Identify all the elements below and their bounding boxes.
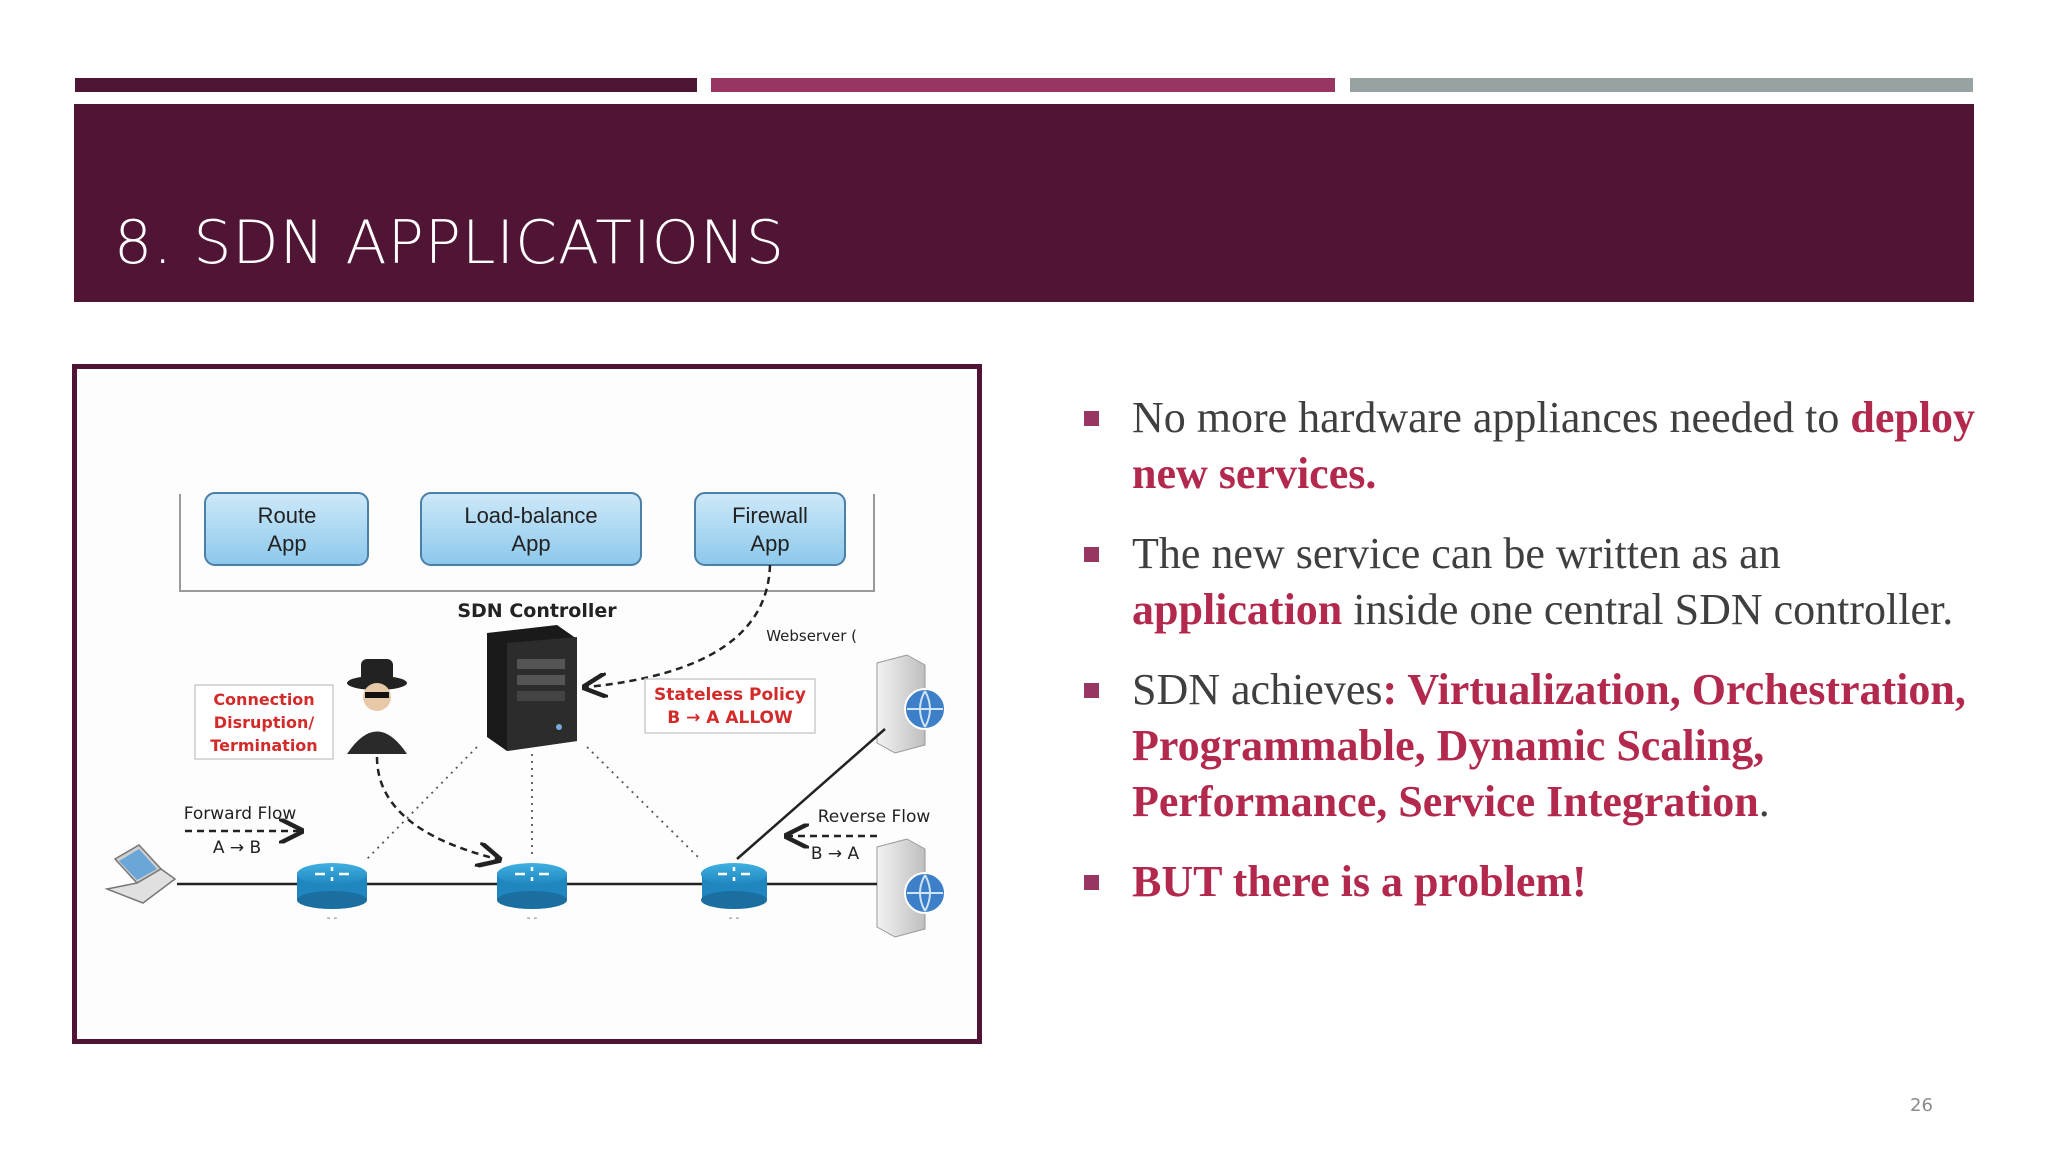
attack-label-box: Connection Disruption/ Termination xyxy=(194,684,334,760)
square-bullet-icon xyxy=(1084,547,1099,562)
webserver-bottom-icon xyxy=(876,838,946,938)
firewall-app-box: Firewall App xyxy=(694,492,846,566)
top-accent-bar-magenta xyxy=(711,78,1335,92)
top-accent-bar-gray xyxy=(1350,78,1973,92)
bullet-2-text-a: The new service can be written as an xyxy=(1132,529,1781,578)
top-accent-bar-dark xyxy=(75,78,697,92)
router-3-icon: - - xyxy=(701,863,767,924)
square-bullet-icon xyxy=(1084,875,1099,890)
bullet-2-text-c: inside one central SDN controller. xyxy=(1342,585,1954,634)
slide-number: 26 xyxy=(1910,1095,1933,1116)
sdn-controller-label: SDN Controller xyxy=(457,600,617,622)
link-router3-webserver-top xyxy=(736,728,886,860)
reverse-flow-sublabel: B → A xyxy=(811,844,860,864)
app-layer-bracket xyxy=(179,494,875,592)
policy-flow-dashed-arrow xyxy=(587,564,772,687)
attack-text-2: Disruption/ xyxy=(214,713,315,732)
policy-text-1: Stateless Policy xyxy=(654,685,806,705)
loadbalance-app-box: Load-balance App xyxy=(420,492,642,566)
bullet-item-2: The new service can be written as an app… xyxy=(1080,526,1980,638)
bullet-1-text-b: deploy new services. xyxy=(1132,393,1976,498)
controller-link-left xyxy=(366,746,478,860)
webserver-top-icon xyxy=(876,654,946,754)
bullet-item-3: SDN achieves: Virtualization, Orchestrat… xyxy=(1080,662,1980,830)
policy-text-2: B → A ALLOW xyxy=(667,708,793,728)
route-app-label-1: Route xyxy=(258,503,317,528)
svg-text:- -: - - xyxy=(327,913,338,924)
diagram-frame: Route App Load-balance App Firewall App … xyxy=(72,364,982,1044)
router-2-icon: - - xyxy=(497,863,567,924)
bullet-item-1: No more hardware appliances needed to de… xyxy=(1080,390,1980,502)
laptop-icon xyxy=(104,844,177,904)
svg-text:- -: - - xyxy=(527,913,538,924)
webserver-label: Webserver ( xyxy=(766,627,857,645)
loadbalance-app-label-2: App xyxy=(511,531,550,556)
reverse-flow-label: Reverse Flow xyxy=(818,807,931,827)
attack-dashed-arrow xyxy=(375,756,497,859)
bullet-list: No more hardware appliances needed to de… xyxy=(1080,390,1980,934)
bullet-4-text-a: BUT there is a problem! xyxy=(1132,857,1587,906)
attack-text-3: Termination xyxy=(210,736,317,755)
sdn-diagram: Route App Load-balance App Firewall App … xyxy=(104,492,946,938)
bullet-2-text-b: application xyxy=(1132,585,1343,634)
bullet-3-text-a: SDN achieves xyxy=(1132,665,1383,714)
firewall-app-label-2: App xyxy=(750,531,789,556)
square-bullet-icon xyxy=(1084,683,1099,698)
attack-text-1: Connection xyxy=(213,690,314,709)
bullet-3-text-c: . xyxy=(1758,777,1770,826)
bullet-1-text-a: No more hardware appliances needed to xyxy=(1132,393,1851,442)
route-app-box: Route App xyxy=(204,492,369,566)
svg-text:- -: - - xyxy=(729,913,740,924)
forward-flow-sublabel: A → B xyxy=(213,838,261,858)
forward-flow-label: Forward Flow xyxy=(184,804,297,824)
firewall-app-label-1: Firewall xyxy=(732,503,808,528)
slide-title: 8. SDN APPLICATIONS xyxy=(114,208,785,278)
square-bullet-icon xyxy=(1084,411,1099,426)
bullet-3-text-b: : Virtualization, Orchestration, Program… xyxy=(1132,665,1966,826)
route-app-label-2: App xyxy=(267,531,306,556)
router-1-icon: - - xyxy=(297,863,367,924)
stateless-policy-box: Stateless Policy B → A ALLOW xyxy=(644,678,816,734)
loadbalance-app-label-1: Load-balance xyxy=(464,503,597,528)
attacker-spy-icon xyxy=(347,659,407,754)
bullet-item-4: BUT there is a problem! xyxy=(1080,854,1980,910)
sdn-controller-server-icon xyxy=(487,625,577,751)
title-banner xyxy=(74,104,1974,302)
controller-link-right xyxy=(586,746,701,860)
